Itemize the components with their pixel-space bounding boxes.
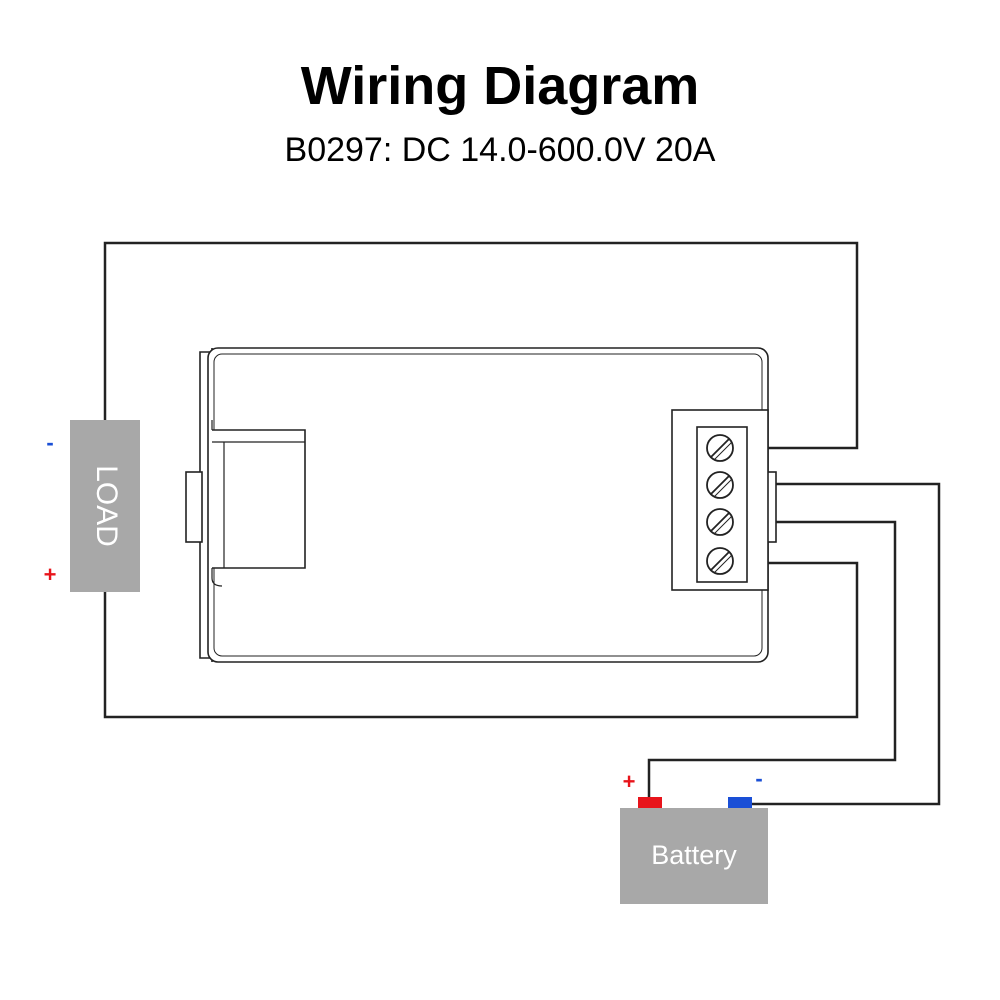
- load-positive-sign: +: [44, 562, 57, 587]
- battery-box: [620, 808, 768, 904]
- battery-negative-wire: [734, 482, 941, 806]
- battery-positive-sign: +: [623, 769, 636, 794]
- battery-negative-terminal: [728, 797, 752, 809]
- terminal-screw-4: [706, 547, 734, 575]
- terminal-screw-1: [706, 434, 734, 462]
- load-circuit-wire: [103, 241, 859, 719]
- terminal-screw-2: [706, 471, 734, 499]
- battery-label: Battery: [651, 840, 737, 870]
- battery-component: Battery: [620, 797, 768, 904]
- battery-wires: [647, 482, 941, 806]
- terminal-screws: [706, 434, 734, 575]
- battery-negative-sign: -: [755, 766, 762, 791]
- load-label: LOAD: [90, 465, 123, 547]
- meter-body: [185, 347, 777, 663]
- battery-positive-wire: [647, 520, 897, 797]
- diagram-title: Wiring Diagram: [300, 56, 700, 116]
- battery-positive-terminal: [638, 797, 662, 809]
- load-box: [70, 420, 140, 592]
- terminal-screw-3: [706, 508, 734, 536]
- load-component: LOAD: [70, 420, 140, 592]
- diagram-subtitle: B0297: DC 14.0-600.0V 20A: [284, 131, 716, 169]
- load-negative-sign: -: [46, 430, 53, 455]
